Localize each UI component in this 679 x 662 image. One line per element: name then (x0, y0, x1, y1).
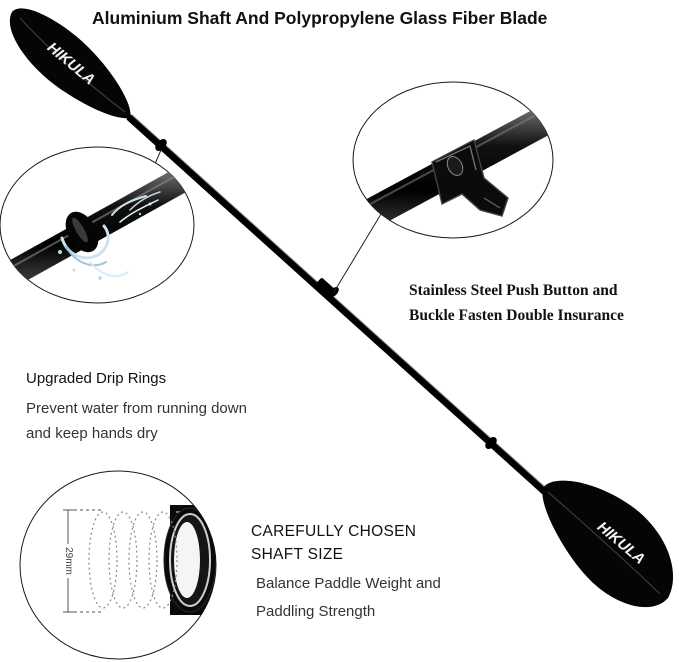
drip-ring-upper (155, 138, 167, 152)
feature-push-button: Stainless Steel Push Button and Buckle F… (409, 278, 674, 328)
feature-shaft-size-description: Balance Paddle Weight and Paddling Stren… (256, 570, 516, 626)
feature-push-button-line-2: Buckle Fasten Double Insurance (409, 307, 624, 324)
feature-push-button-line-1: Stainless Steel Push Button and (409, 282, 618, 299)
inset-push-button (352, 81, 554, 239)
feature-drip-rings-line-1: Prevent water from running down (26, 400, 247, 417)
push-button-icon (446, 156, 464, 176)
water-splash-icon (58, 191, 161, 280)
feature-drip-rings-line-2: and keep hands dry (26, 425, 158, 442)
dashed-rings-icon (88, 511, 178, 609)
drip-ring-lower (485, 436, 497, 450)
callout-line-joint (333, 213, 382, 293)
paddle-shaft (126, 114, 549, 496)
blade-lower: HIKULA (542, 480, 674, 608)
shaft-diameter-label: 29mm (63, 547, 74, 575)
page-title: Aluminium Shaft And Polypropylene Glass … (92, 8, 548, 28)
feature-shaft-size-title: CAREFULLY CHOSEN SHAFT SIZE (251, 520, 511, 566)
feature-drip-rings-title: Upgraded Drip Rings (26, 370, 167, 387)
feature-shaft-size-title-line-1: CAREFULLY CHOSEN (251, 523, 417, 540)
inset-shaft-size: 29mm (19, 470, 217, 660)
inset-drip-ring (0, 146, 195, 304)
feature-shaft-size-line-1: Balance Paddle Weight and (256, 575, 441, 592)
feature-drip-rings-description: Prevent water from running down and keep… (26, 396, 296, 446)
feature-shaft-size-line-2: Paddling Strength (256, 603, 376, 620)
feature-shaft-size-title-line-2: SHAFT SIZE (251, 546, 344, 563)
